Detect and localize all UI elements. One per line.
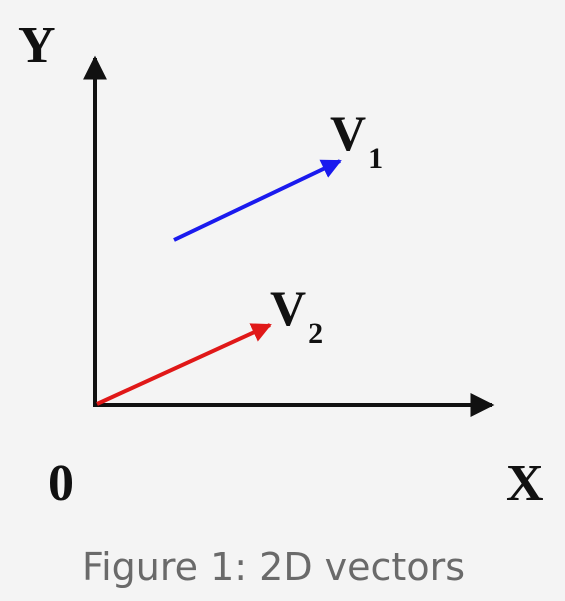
x-axis-label: X (506, 455, 544, 512)
y-axis-label: Y (18, 17, 56, 74)
figure-caption: Figure 1: 2D vectors (82, 545, 465, 589)
vector-v2-label: V2 (270, 280, 323, 350)
origin-label: 0 (48, 455, 74, 512)
vector-v1-label: V1 (330, 105, 383, 175)
vector-v1 (173, 159, 342, 242)
vector-v2 (96, 323, 272, 406)
